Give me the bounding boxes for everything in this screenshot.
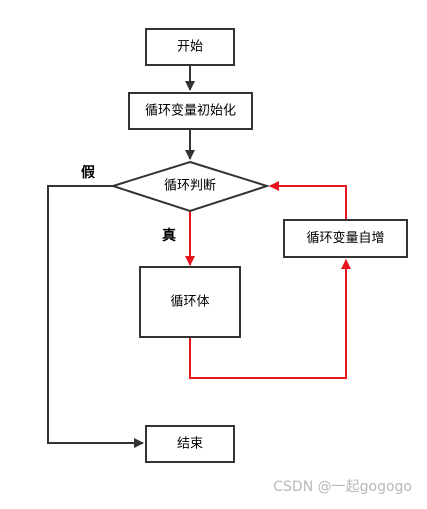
- init-node: 循环变量初始化: [128, 92, 253, 130]
- edge-condition-to-end: [47, 185, 144, 448]
- start-node: 开始: [145, 28, 235, 66]
- increment-node-label: 循环变量自增: [306, 230, 384, 246]
- start-node-label: 开始: [177, 40, 203, 55]
- end-node-label: 结束: [177, 437, 203, 452]
- edge-increment-to-condition: [269, 181, 347, 220]
- true-branch-label: 真: [162, 227, 176, 244]
- increment-node: 循环变量自增: [283, 219, 408, 258]
- end-node: 结束: [145, 425, 235, 463]
- false-branch-label: 假: [81, 164, 96, 181]
- condition-node: 循环判断: [109, 160, 271, 213]
- body-node: 循环体: [139, 266, 241, 338]
- init-node-label: 循环变量初始化: [145, 103, 236, 119]
- condition-node-label: 循环判断: [164, 179, 216, 194]
- watermark: CSDN @一起gogogo: [273, 479, 412, 495]
- body-node-label: 循环体: [170, 295, 209, 310]
- edge-body-to-increment: [189, 259, 351, 379]
